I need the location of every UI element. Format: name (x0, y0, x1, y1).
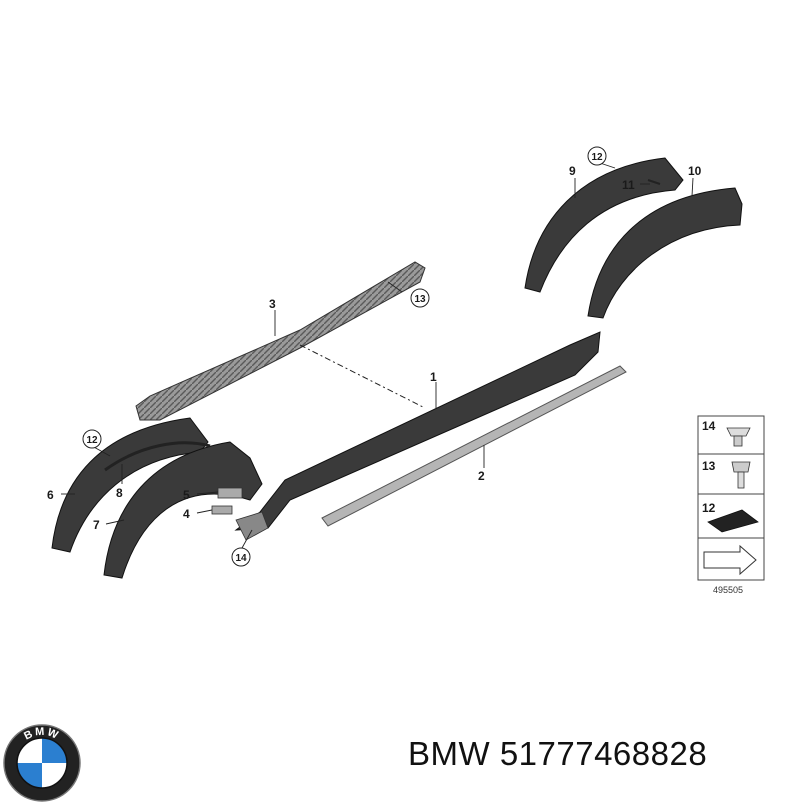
screw-icon (731, 461, 751, 489)
callout-5: 5 (183, 488, 190, 502)
bmw-logo: BMW (3, 724, 81, 802)
legend-label-12: 12 (702, 501, 716, 515)
front-wheel-arch-trim-part (51, 417, 263, 579)
callout-1: 1 (430, 370, 437, 384)
leader-lines (61, 161, 694, 549)
side-sill-part (234, 331, 601, 541)
callout-11: 11 (622, 178, 635, 192)
callout-9: 9 (569, 164, 576, 178)
rear-wheel-arch-trim-part (524, 157, 743, 319)
legend-label-14: 14 (702, 419, 716, 433)
callout-7: 7 (93, 518, 100, 532)
callout-12-top: 12 (587, 146, 607, 166)
callout-6: 6 (47, 488, 54, 502)
diagram-reference-number: 495505 (713, 585, 743, 595)
callout-12-bottom: 12 (82, 429, 102, 449)
callout-10: 10 (688, 164, 702, 178)
direction-arrow-icon (703, 544, 757, 576)
svg-text:14: 14 (235, 553, 247, 564)
svg-text:12: 12 (86, 435, 98, 446)
callout-13: 13 (410, 288, 430, 308)
callout-4: 4 (183, 507, 190, 521)
part-number-caption: BMW 51777468828 (408, 735, 708, 772)
legend-label-13: 13 (702, 459, 716, 473)
svg-text:BMW: BMW (22, 726, 61, 743)
svg-text:13: 13 (414, 294, 426, 305)
callout-2: 2 (478, 469, 485, 483)
callout-14: 14 (231, 547, 251, 567)
reinforcement-strip-part (135, 261, 426, 421)
clip-nut-icon (726, 427, 751, 447)
sill-strip-part (321, 365, 627, 527)
fastener-legend: 14 13 12 (697, 415, 765, 581)
svg-text:12: 12 (591, 152, 603, 163)
callout-3: 3 (269, 297, 276, 311)
adhesive-pad-icon (707, 509, 759, 533)
callout-8: 8 (116, 486, 123, 500)
